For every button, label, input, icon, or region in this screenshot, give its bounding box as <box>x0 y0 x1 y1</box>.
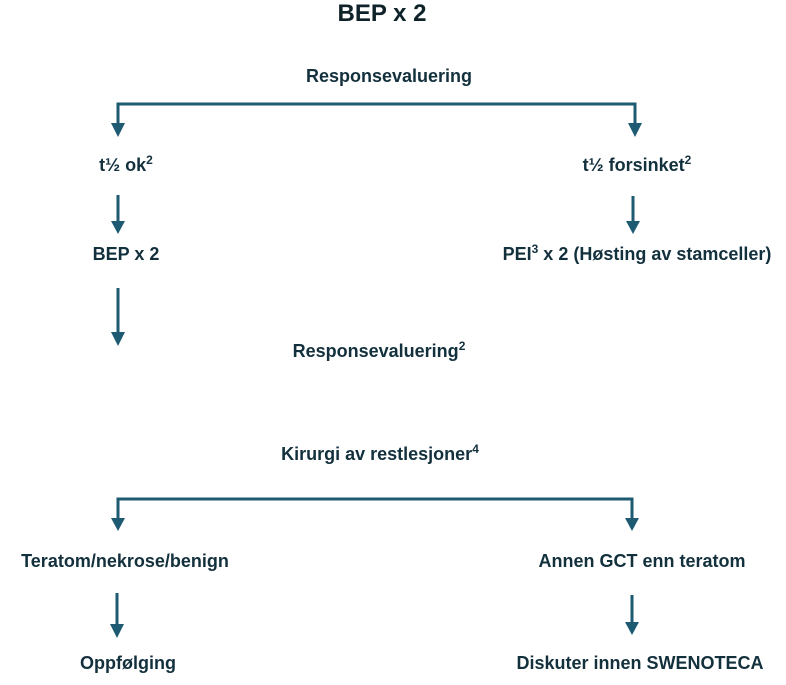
arrow-right-outcome-down-icon <box>625 595 639 635</box>
node-superscript: 2 <box>146 153 153 167</box>
node-label: t½ forsinket <box>582 155 685 175</box>
node-superscript: 2 <box>458 339 466 353</box>
node-label: Kirurgi av restlesjoner <box>281 444 473 464</box>
split-bracket-bottom <box>111 497 639 531</box>
arrow-left-outcome-down-icon <box>110 593 124 638</box>
page-title-text: BEP x 2 <box>337 0 427 27</box>
node-label-suffix: x 2 (Høsting av stamceller) <box>538 244 772 264</box>
node-response-evaluation-1: Responsevaluering <box>306 66 472 88</box>
node-label: Teratom/nekrose/benign <box>21 551 229 571</box>
node-label: Oppfølging <box>80 653 176 673</box>
node-label: PEI <box>502 244 532 264</box>
node-follow-up: Oppfølging <box>80 653 176 675</box>
node-label: BEP x 2 <box>92 244 160 264</box>
node-bep-x2: BEP x 2 <box>93 244 160 266</box>
node-label: Diskuter innen SWENOTECA <box>516 653 764 673</box>
node-residual-lesion-surgery: Kirurgi av restlesjoner4 <box>281 442 479 466</box>
node-halflife-ok: t½ ok2 <box>99 153 153 177</box>
node-teratoma-necrosis-benign: Teratom/nekrose/benign <box>21 551 229 573</box>
page-title: BEP x 2 <box>338 0 427 29</box>
node-label: Annen GCT enn teratom <box>538 551 746 571</box>
node-label: t½ ok <box>99 155 147 175</box>
node-label: Responsevaluering <box>292 341 459 361</box>
node-response-evaluation-2: Responsevaluering2 <box>292 339 466 363</box>
arrow-right-branch-down-icon <box>626 196 640 234</box>
node-superscript: 2 <box>684 153 692 167</box>
node-discuss-within-swenoteca: Diskuter innen SWENOTECA <box>516 653 763 675</box>
arrow-left-branch-down-icon <box>111 195 125 234</box>
node-other-gct-than-teratoma: Annen GCT enn teratom <box>538 551 745 573</box>
split-bracket-top <box>111 102 642 137</box>
node-superscript: 4 <box>472 442 479 456</box>
arrow-left-long-down-icon <box>111 288 125 346</box>
node-label: Responsevaluering <box>305 66 473 86</box>
node-superscript: 3 <box>531 242 539 256</box>
node-pei-x2-stem-cell-harvest: PEI3 x 2 (Høsting av stamceller) <box>502 242 772 266</box>
node-halflife-delayed: t½ forsinket2 <box>582 153 692 177</box>
